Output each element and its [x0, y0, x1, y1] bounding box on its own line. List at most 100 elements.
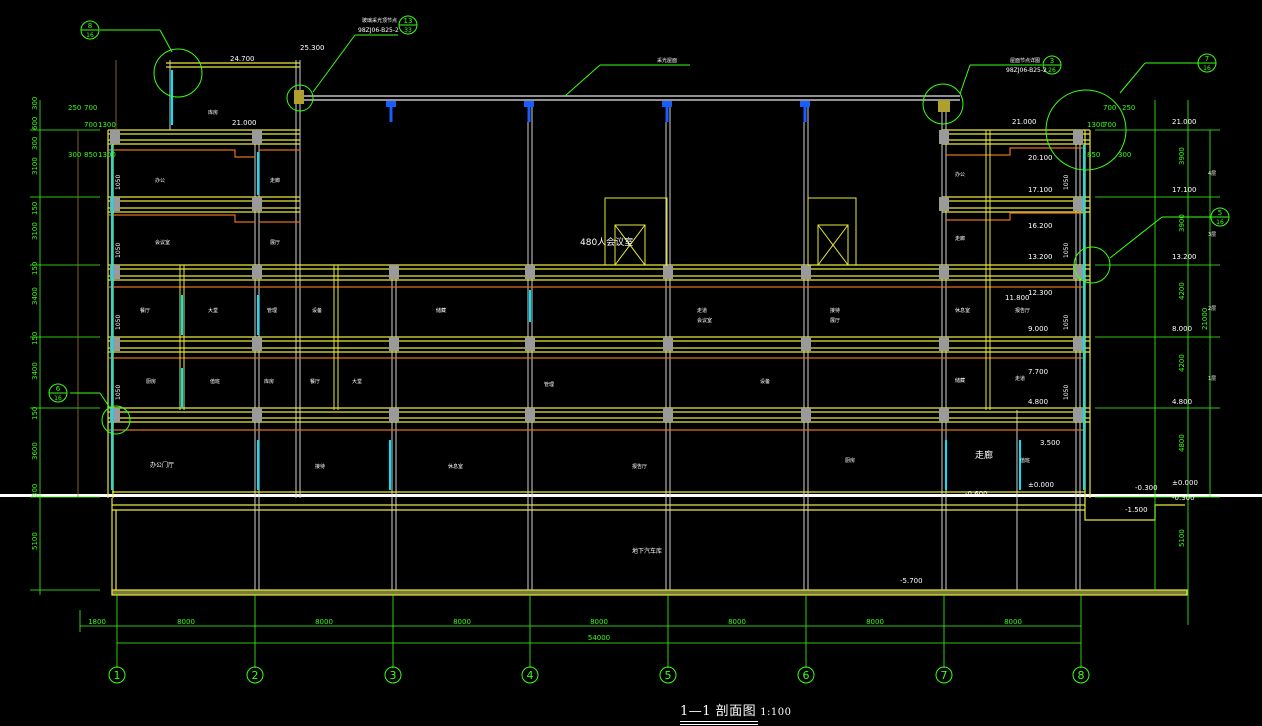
callout-number: 8 — [88, 22, 92, 30]
elevation-mark: 17.100 — [1028, 186, 1053, 194]
callout-number: 6 — [56, 385, 61, 393]
left-dimension: 3600 — [31, 442, 39, 460]
room-label: 值班 — [210, 378, 220, 385]
axis-label-4: 4 — [527, 669, 534, 682]
room-label: 设备 — [312, 307, 322, 314]
elevation-mark: 21.000 — [1012, 118, 1037, 126]
room-label: 办公 — [955, 171, 965, 178]
left-dimension: 3400 — [31, 287, 39, 305]
left-dimension: 150 — [31, 202, 39, 215]
elevation-ground-left: -0.600 — [965, 490, 988, 498]
callout-sheet: 16 — [86, 32, 94, 39]
callout-note: 屋面节点详图 — [1010, 57, 1040, 64]
top-dim-right: 1300 — [1087, 121, 1105, 129]
partitions — [179, 130, 991, 410]
total-length-dimension: 54000 — [588, 634, 610, 642]
span-dimension: 8000 — [1004, 618, 1022, 626]
elevation-mark: 12.300 — [1028, 289, 1053, 297]
span-dimension: 8000 — [453, 618, 471, 626]
far-right-dimension: 4800 — [1178, 434, 1186, 452]
far-right-dimension: 5100 — [1178, 529, 1186, 547]
window-dimension: 1050 — [1063, 243, 1070, 258]
window-dimension: 1050 — [115, 243, 122, 258]
room-label: 走廊 — [955, 235, 965, 242]
drawing-scale: 1:100 — [760, 707, 792, 718]
far-right-level: 13.200 — [1172, 253, 1197, 261]
axis-label-5: 5 — [665, 669, 672, 682]
skylight-roof — [294, 90, 960, 122]
room-label-basement: 地下汽车库 — [632, 547, 662, 555]
room-label: 管理 — [544, 381, 554, 388]
far-right-dimension: 4200 — [1178, 354, 1186, 372]
room-label: 餐厅 — [140, 307, 150, 314]
far-right-level: -0.300 — [1172, 494, 1195, 502]
far-right-level: 4.800 — [1172, 398, 1192, 406]
left-dimension: 3100 — [31, 157, 39, 175]
top-dim-right: 850 — [1087, 151, 1100, 159]
room-label: 值班 — [1020, 457, 1030, 464]
elevation-mark: 7.700 — [1028, 368, 1048, 376]
callout-sheet: 26 — [1048, 67, 1056, 74]
room-label-entrance: 办公门厅 — [150, 461, 174, 469]
drawing-title-text: 1—1 剖面图 — [680, 704, 757, 719]
callout-note: 玻璃采光顶节点 — [362, 17, 397, 24]
left-dimension: 150 — [31, 332, 39, 345]
axis-lines — [79, 595, 1082, 668]
top-dim-left: 700 — [84, 121, 97, 129]
callout-number: 13 — [404, 17, 413, 25]
callout-number: 3 — [1050, 57, 1054, 65]
room-label: 设备 — [760, 378, 770, 385]
right-dimension-lines — [1095, 100, 1220, 625]
callout-sheet: 16 — [1203, 65, 1211, 72]
far-right-dimension: 4200 — [1178, 282, 1186, 300]
axis-label-1: 1 — [114, 669, 121, 682]
elevation-basement: -5.700 — [900, 577, 923, 585]
left-dimension: 3100 — [31, 222, 39, 240]
room-label: 走廊 — [270, 177, 280, 184]
top-dim-left: 1300 — [98, 121, 116, 129]
elevation-left-21: 21.000 — [232, 119, 257, 127]
elevation-mark: 4.800 — [1028, 398, 1048, 406]
room-label: 接待 — [830, 307, 840, 314]
top-dim-right: 700 — [1103, 121, 1116, 129]
elevation-mark: 16.200 — [1028, 222, 1053, 230]
far-right-dimension: 3900 — [1178, 214, 1186, 232]
left-dimension: 3400 — [31, 362, 39, 380]
top-dim-right: 300 — [1118, 151, 1131, 159]
axis-label-7: 7 — [941, 669, 948, 682]
elevation-mark: 20.100 — [1028, 154, 1053, 162]
left-dimension: 5100 — [31, 532, 39, 550]
far-right-total: 21000 — [1201, 308, 1209, 330]
left-wing-slabs — [108, 149, 300, 223]
room-label: 走道 — [1015, 375, 1025, 382]
callout-sheet: 33 — [404, 27, 412, 34]
room-label: 报告厅 — [632, 463, 647, 470]
window-dimension: 1050 — [115, 315, 122, 330]
main-floor-slabs — [108, 264, 1090, 493]
span-dimension: 8000 — [590, 618, 608, 626]
room-label: 会议室 — [155, 239, 170, 246]
elevation-mark: -0.300 — [1135, 484, 1158, 492]
room-label: 展厅 — [830, 318, 840, 324]
top-dim-left: 250 — [68, 104, 81, 112]
glass-curtain — [111, 70, 1085, 490]
top-dim-right: 700 — [1103, 104, 1116, 112]
room-label: 休息室 — [955, 307, 970, 314]
callout-note: 98ZJ06-B25-2 — [358, 27, 399, 34]
elevation-roof-left: 24.700 — [230, 55, 255, 63]
top-dim-left: 300 — [68, 151, 81, 159]
basement-outline — [111, 498, 1188, 596]
floor-mark: 3层 — [1208, 232, 1216, 238]
span-dimension: 8000 — [728, 618, 746, 626]
span-dimension: 1800 — [88, 618, 106, 626]
top-dim-left: 1300 — [98, 151, 116, 159]
auditorium-doors — [604, 197, 857, 266]
title-underline — [680, 721, 758, 722]
left-dimension: 300 — [31, 137, 39, 150]
room-label: 库房 — [264, 378, 274, 385]
axis-label-3: 3 — [390, 669, 397, 682]
room-label: 厨房 — [146, 378, 156, 385]
room-label: 办公 — [155, 177, 165, 184]
